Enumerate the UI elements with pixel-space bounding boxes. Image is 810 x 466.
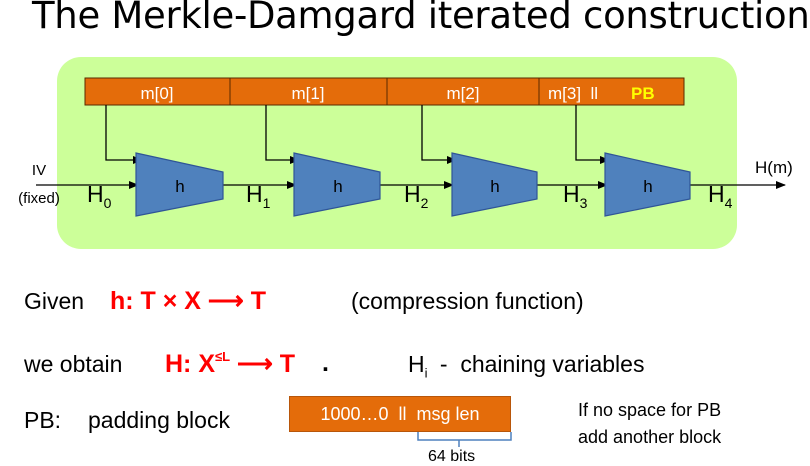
compressor-0 xyxy=(135,152,224,217)
chain-label-1: H1 xyxy=(246,181,271,211)
hash-formula-period: . xyxy=(322,349,329,377)
compressor-3-label: h xyxy=(643,177,652,196)
message-block-bar: m[0] m[1] m[2] m[3] ll PB xyxy=(84,77,685,106)
compressor-1-label: h xyxy=(333,177,342,196)
feed-arrow-1 xyxy=(265,105,300,164)
feed-arrow-0 xyxy=(105,105,143,164)
message-block-3-label: m[3] ll xyxy=(548,84,598,103)
chaining-variable-labels: H0 H1 H2 H3 H4 xyxy=(87,181,733,211)
message-block-2-label: m[2] xyxy=(446,84,479,103)
hi-sub: i xyxy=(424,365,428,381)
feed-arrow-3 xyxy=(575,105,610,164)
compressor-1 xyxy=(293,152,381,217)
compressor-2-label: h xyxy=(490,177,499,196)
chaining-variables-note: Hi - chaining variables xyxy=(408,351,644,381)
message-block-1-label: m[1] xyxy=(291,84,324,103)
chain-label-4: H4 xyxy=(708,181,733,211)
chain-label-3: H3 xyxy=(563,181,588,211)
slide-title: The Merkle-Damgard iterated construction xyxy=(32,0,810,37)
hash-formula-sup: ≤L xyxy=(215,349,231,364)
compression-functions: h h h h xyxy=(135,152,691,217)
chain-label-0: H0 xyxy=(87,181,112,211)
iv-label: IV xyxy=(32,162,46,179)
output-label: H(m) xyxy=(755,158,793,177)
compression-formula: h: T × X ⟶ T xyxy=(110,287,266,315)
compressor-0-label: h xyxy=(175,177,184,196)
padding-note-line2: add another block xyxy=(578,427,722,447)
bits-label: 64 bits xyxy=(428,448,476,465)
message-block-2 xyxy=(386,77,540,106)
bits-brace xyxy=(417,432,512,441)
message-feed-arrows xyxy=(105,105,610,164)
padding-note-line1: If no space for PB xyxy=(578,400,722,420)
compressor-3 xyxy=(604,152,691,217)
iv-fixed-label: (fixed) xyxy=(18,190,60,207)
given-prefix: Given xyxy=(24,288,85,314)
hash-formula-main: H: X xyxy=(165,350,215,378)
padding-label: PB: xyxy=(24,407,62,433)
message-block-3 xyxy=(538,77,685,106)
hash-formula-end: ⟶ T xyxy=(230,350,296,378)
message-block-0-label: m[0] xyxy=(140,84,173,103)
padding-block-box: 1000…0 ll msg len xyxy=(289,396,511,432)
hi-text: - chaining variables xyxy=(439,351,645,377)
compressor-2 xyxy=(451,152,538,217)
hash-formula: H: X≤L ⟶ T xyxy=(165,349,295,379)
obtain-prefix: we obtain xyxy=(24,351,123,377)
padding-desc: padding block xyxy=(88,407,230,433)
pad-block-label: PB xyxy=(631,84,655,103)
hi-base: H xyxy=(408,351,425,377)
compression-note: (compression function) xyxy=(351,288,584,314)
message-block-0 xyxy=(84,77,231,106)
feed-arrow-2 xyxy=(421,105,457,164)
chain-label-2: H2 xyxy=(404,181,429,211)
